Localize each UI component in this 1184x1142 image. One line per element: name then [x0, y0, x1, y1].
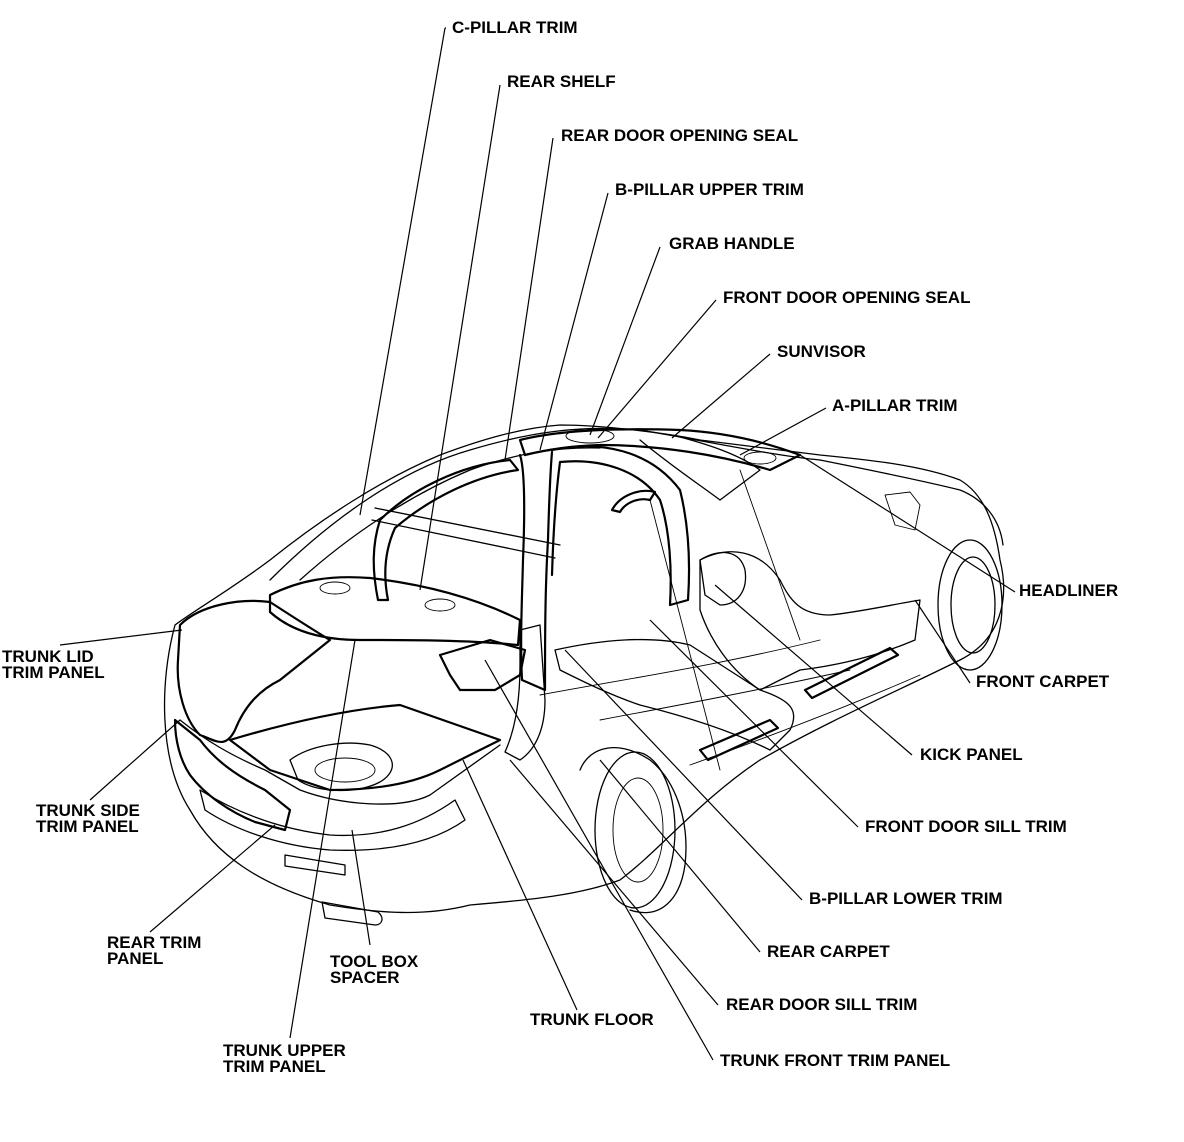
spare-well	[289, 742, 393, 792]
leader-b-pillar-lower-trim	[564, 649, 803, 901]
label-tool-box-spacer-line1: TOOL BOX	[330, 952, 419, 971]
leader-trunk-side-trim-panel	[89, 719, 181, 801]
sunvisor-shape	[565, 428, 615, 444]
label-rear-door-sill-trim: REAR DOOR SILL TRIM	[726, 995, 917, 1014]
rear-wheel-hub	[612, 777, 664, 883]
interior-diagonal	[649, 499, 721, 771]
label-tool-box-spacer-line2: SPACER	[330, 968, 400, 987]
label-headliner: HEADLINER	[1019, 581, 1118, 600]
leader-kick-panel	[714, 584, 913, 756]
leader-trunk-floor	[462, 759, 578, 1011]
leader-front-door-opening-seal	[597, 299, 717, 439]
trunk-floor-shape	[228, 703, 502, 792]
rear-carpet-shape	[554, 638, 795, 751]
label-rear-door-opening-seal: REAR DOOR OPENING SEAL	[561, 126, 798, 145]
leader-lines	[59, 27, 1016, 1061]
interior-diagonal-2	[739, 469, 801, 641]
label-front-carpet: FRONT CARPET	[976, 672, 1110, 691]
label-front-door-sill-trim: FRONT DOOR SILL TRIM	[865, 817, 1067, 836]
label-trunk-floor: TRUNK FLOOR	[530, 1010, 654, 1029]
b-pillar-lower-trim-shape	[504, 624, 546, 761]
leader-a-pillar-trim	[739, 407, 827, 456]
leader-trunk-upper-trim-panel	[289, 639, 356, 1039]
trunk-front-trim-panel-shape	[438, 638, 527, 692]
leader-b-pillar-upper-trim	[539, 192, 609, 451]
windshield-frame	[639, 436, 761, 501]
dome-light	[743, 451, 777, 465]
label-trunk-front-trim-panel: TRUNK FRONT TRIM PANEL	[720, 1051, 950, 1070]
leader-rear-carpet	[599, 759, 761, 953]
label-b-pillar-lower-trim: B-PILLAR LOWER TRIM	[809, 889, 1003, 908]
side-body-line	[689, 674, 921, 766]
label-trunk-upper-trim-panel-line2: TRIM PANEL	[223, 1057, 326, 1076]
label-rear-shelf: REAR SHELF	[507, 72, 616, 91]
spare-tire	[314, 757, 376, 783]
leader-trunk-front-trim-panel	[484, 659, 714, 1061]
trunk-lid-trim-panel-shape	[176, 599, 332, 743]
leader-grab-handle	[589, 246, 661, 436]
leader-front-door-sill-trim	[649, 619, 859, 828]
label-c-pillar-trim: C-PILLAR TRIM	[452, 18, 578, 37]
front-wheel	[950, 556, 996, 654]
b-pillar	[518, 450, 554, 692]
label-kick-panel: KICK PANEL	[920, 745, 1023, 764]
front-wheel-arch	[937, 539, 1003, 671]
c-pillar-bar-2	[371, 519, 556, 559]
leader-rear-trim-panel	[149, 824, 276, 933]
leader-c-pillar-trim	[359, 27, 446, 516]
floor-line-2	[599, 669, 851, 721]
tail-pipe	[321, 901, 383, 926]
kick-panel-shape	[699, 551, 747, 606]
label-b-pillar-upper-trim: B-PILLAR UPPER TRIM	[615, 180, 804, 199]
mirror	[884, 491, 921, 531]
label-rear-trim-panel-line1: REAR TRIM	[107, 933, 201, 952]
rear-wheel-arch	[579, 747, 687, 914]
hood-line	[819, 459, 1004, 546]
label-trunk-upper-trim-panel-line1: TRUNK UPPER	[223, 1041, 346, 1060]
label-rear-trim-panel-line2: PANEL	[107, 949, 163, 968]
label-grab-handle: GRAB HANDLE	[669, 234, 795, 253]
leader-rear-door-opening-seal	[504, 137, 554, 461]
speaker-left	[319, 581, 351, 595]
leader-sunvisor	[671, 353, 771, 439]
leader-rear-shelf	[419, 84, 501, 591]
leader-tool-box-spacer	[351, 829, 371, 946]
leader-rear-door-sill-trim	[509, 759, 719, 1006]
floor-line-1	[539, 639, 821, 696]
leader-front-carpet	[914, 599, 971, 684]
label-trunk-lid-trim-panel-line2: TRIM PANEL	[2, 663, 105, 682]
label-front-door-opening-seal: FRONT DOOR OPENING SEAL	[723, 288, 970, 307]
rear-door-sill-trim-shape	[698, 718, 780, 762]
label-trunk-side-trim-panel-line2: TRIM PANEL	[36, 817, 139, 836]
rear-bumper-slot	[284, 854, 346, 876]
roof-line	[269, 427, 821, 581]
rear-trim-panel-shape	[199, 789, 466, 851]
front-door-opening-seal	[550, 445, 691, 607]
label-trunk-side-trim-panel-line1: TRUNK SIDE	[36, 801, 140, 820]
trunk-side-trim-shape	[173, 718, 292, 832]
speaker-right	[424, 598, 456, 612]
front-door-sill-trim-shape	[803, 646, 900, 700]
trunk-opening	[179, 719, 501, 805]
label-a-pillar-trim: A-PILLAR TRIM	[832, 396, 958, 415]
front-carpet-shape	[699, 551, 921, 691]
car-body-drawing	[163, 424, 1005, 926]
rear-shelf-shape	[268, 576, 522, 647]
leader-trunk-lid-trim-panel	[59, 629, 183, 646]
label-trunk-lid-trim-panel-line1: TRUNK LID	[2, 647, 94, 666]
label-sunvisor: SUNVISOR	[777, 342, 866, 361]
car-outer-body	[163, 424, 1005, 914]
c-pillar-bar	[374, 507, 561, 546]
rear-door-opening-seal	[372, 458, 520, 602]
leader-headliner	[799, 454, 1016, 593]
grab-handle-shape	[610, 489, 657, 514]
label-rear-carpet: REAR CARPET	[767, 942, 890, 961]
part-labels: C-PILLAR TRIM REAR SHELF REAR DOOR OPENI…	[2, 18, 1118, 1076]
